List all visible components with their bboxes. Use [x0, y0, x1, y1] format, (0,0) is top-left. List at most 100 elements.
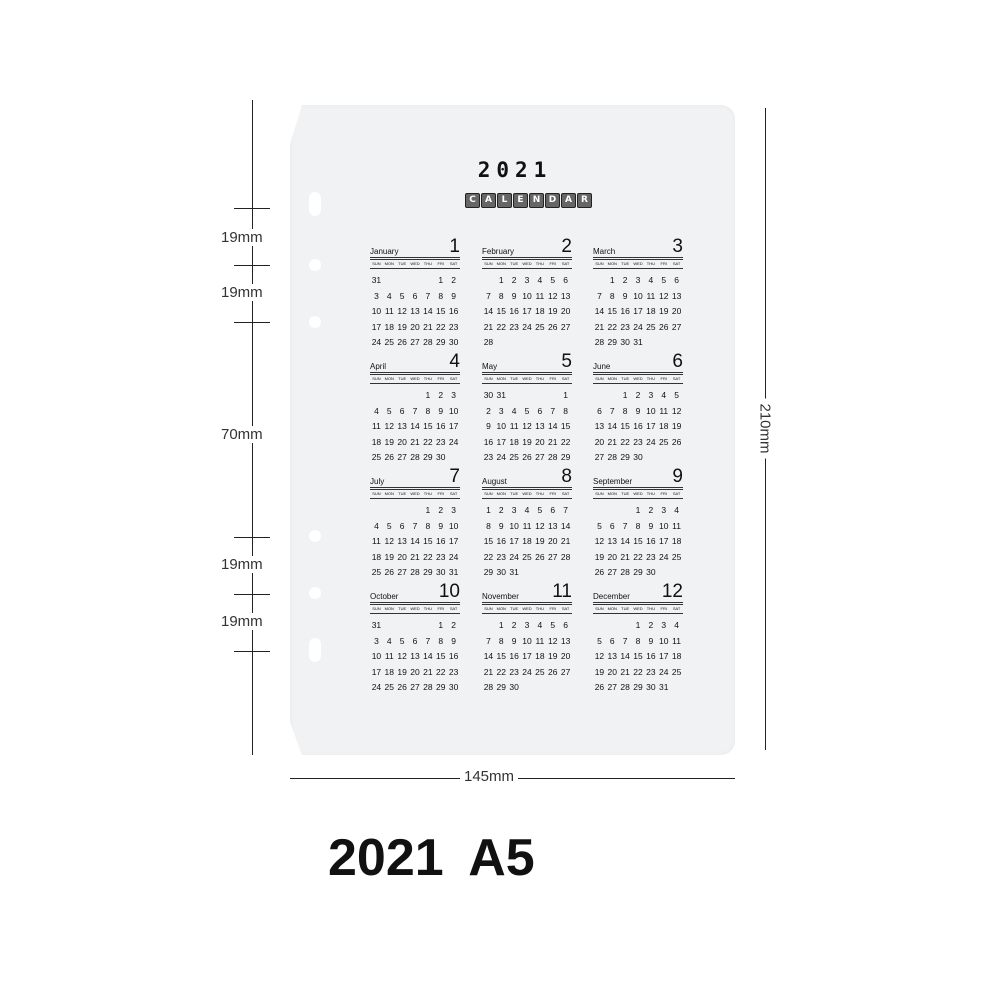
- weekday-label: WED: [410, 606, 420, 611]
- month-name: October: [370, 592, 399, 601]
- day-cell: 30: [633, 452, 643, 462]
- weekday-label: THU: [423, 606, 432, 611]
- day-cell: 26: [384, 452, 395, 462]
- weekday-label: SUN: [372, 261, 381, 266]
- day-cell: 28: [483, 337, 494, 347]
- month-name: March: [593, 247, 616, 256]
- dimension-label: 19mm: [221, 284, 263, 301]
- day-cell: [521, 388, 534, 404]
- weekday-label: MON: [384, 261, 394, 266]
- day-cell: 1: [438, 620, 444, 630]
- day-cell: 17: [371, 666, 382, 677]
- day-cell: 13: [607, 536, 618, 546]
- day-cell: 2: [511, 275, 517, 285]
- day-cell: 22: [483, 551, 494, 562]
- day-cell: 27: [607, 682, 618, 692]
- day-cell: 16: [448, 306, 459, 316]
- day-cell: 21: [594, 321, 605, 332]
- day-cell: [396, 503, 409, 519]
- day-cell: 6: [399, 520, 405, 531]
- day-cell: 7: [597, 290, 602, 301]
- day-cell: 29: [496, 682, 507, 692]
- day-cell: 11: [672, 635, 681, 646]
- month-name: November: [482, 592, 519, 601]
- day-cell: [559, 335, 572, 351]
- day-cell: 21: [547, 436, 558, 447]
- day-cell: 14: [560, 520, 571, 531]
- weekday-label: FRI: [660, 491, 667, 496]
- day-cell: 9: [438, 520, 444, 531]
- day-cell: 24: [371, 337, 382, 347]
- day-cell: 20: [560, 306, 571, 316]
- month-name: June: [593, 362, 611, 371]
- day-cell: 5: [550, 620, 556, 630]
- day-cell: 25: [535, 321, 545, 332]
- day-cell: 20: [535, 436, 545, 447]
- day-cell: 7: [622, 520, 628, 531]
- day-cell: 21: [620, 666, 630, 677]
- day-cell: [644, 335, 657, 351]
- day-cell: 9: [648, 635, 654, 646]
- day-cell: 19: [522, 436, 532, 447]
- day-cell: 1: [498, 620, 504, 630]
- day-cell: [657, 565, 670, 581]
- day-cell: 25: [509, 452, 519, 462]
- day-cell: [396, 618, 409, 634]
- calendar-letter-tile: L: [497, 193, 512, 208]
- week-row: 28: [482, 335, 572, 351]
- day-cell: 5: [399, 635, 405, 646]
- weekday-label: WED: [522, 491, 532, 496]
- weekday-label: MON: [607, 606, 617, 611]
- weekday-label: FRI: [549, 606, 556, 611]
- day-cell: 5: [550, 275, 556, 285]
- day-cell: 30: [483, 390, 494, 400]
- day-cell: 22: [435, 666, 446, 677]
- day-cell: 29: [560, 452, 571, 462]
- day-cell: 20: [397, 551, 407, 562]
- day-cell: 13: [535, 421, 545, 431]
- day-cell: 13: [410, 306, 420, 316]
- day-cell: 12: [547, 290, 558, 301]
- day-cell: 3: [498, 405, 504, 416]
- weekday-label: SUN: [595, 376, 604, 381]
- day-cell: 23: [509, 666, 519, 677]
- day-cell: 3: [374, 635, 379, 646]
- weekday-label: TUE: [398, 376, 407, 381]
- day-cell: 12: [594, 536, 605, 546]
- day-cell: 15: [607, 306, 618, 316]
- day-cell: 7: [609, 405, 615, 416]
- day-cell: 24: [496, 452, 507, 462]
- day-cell: 6: [412, 635, 418, 646]
- weekday-label: SAT: [561, 261, 570, 266]
- day-cell: 6: [674, 275, 679, 285]
- day-cell: 6: [563, 620, 568, 630]
- day-cell: [619, 618, 632, 634]
- day-cell: 11: [535, 635, 545, 646]
- day-cell: 19: [547, 306, 558, 316]
- day-cell: 26: [384, 567, 395, 577]
- day-cell: 7: [622, 635, 628, 646]
- day-cell: 19: [397, 321, 407, 332]
- day-cell: [593, 503, 606, 519]
- day-cell: 25: [671, 551, 682, 562]
- day-cell: [533, 565, 546, 581]
- day-cell: 28: [560, 551, 571, 562]
- day-cell: 29: [423, 452, 433, 462]
- day-cell: 3: [451, 390, 456, 400]
- day-cell: 17: [509, 536, 519, 546]
- dimension-label: 70mm: [221, 426, 263, 443]
- day-cell: 16: [620, 306, 630, 316]
